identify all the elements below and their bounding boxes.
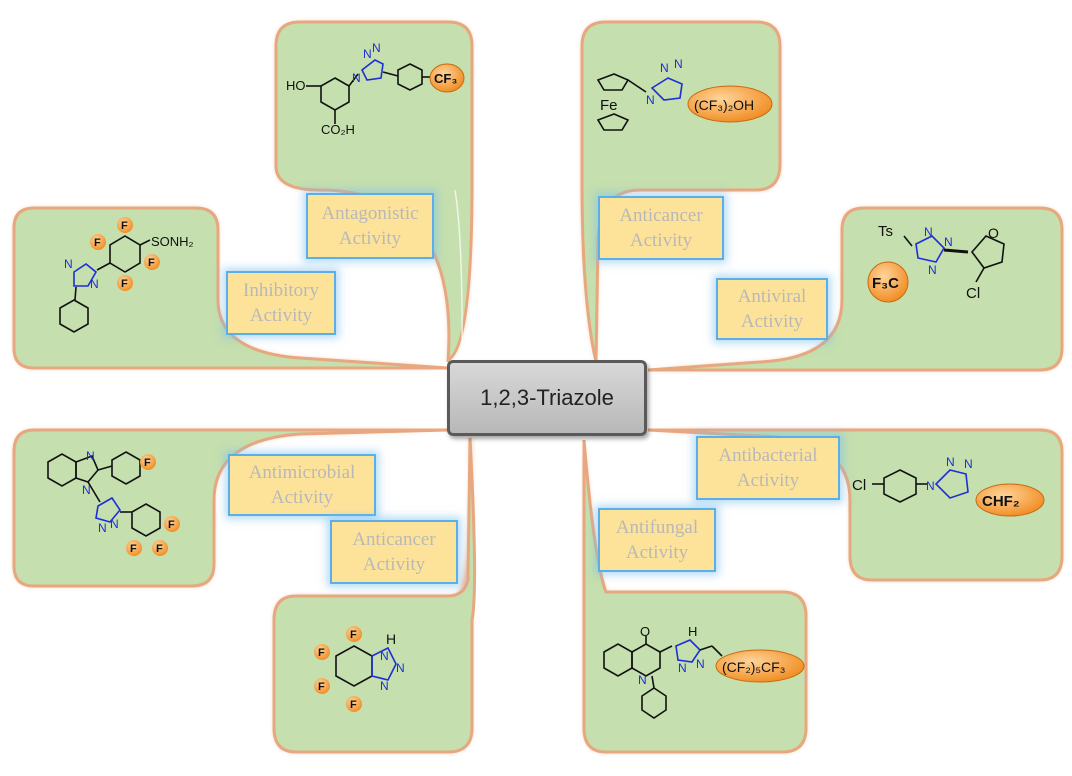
chf2-highlight (975, 483, 1045, 517)
panel-bottom-left (12, 428, 449, 588)
f-label: F (121, 220, 128, 232)
activity-word: Activity (362, 554, 426, 575)
fe-label: Fe (600, 97, 618, 114)
activity-word: Activity (736, 470, 800, 491)
activity-word: Activity (629, 230, 693, 251)
triazole-n-label: N (696, 657, 705, 671)
cf3-2oh-label: (CF₃)₂OH (694, 97, 754, 113)
sonh2-label: SONH₂ (151, 234, 194, 249)
f-label: F (121, 278, 128, 290)
activity-word: Activity (740, 311, 804, 332)
label-antifungal-activity: Antifungal Activity (598, 508, 716, 572)
f3c-label: F₃C (872, 275, 899, 292)
f-label: F (94, 237, 101, 249)
triazole-n-label: N (678, 661, 687, 675)
cl-label: Cl (966, 285, 980, 302)
activity-name: Anticancer (352, 529, 436, 550)
panel-top-left (274, 20, 474, 363)
cl-label: Cl (852, 477, 866, 494)
co2h-label: CO₂H (321, 122, 355, 137)
activity-name: Antimicrobial (248, 462, 356, 483)
triazole-n-label: N (660, 61, 669, 75)
structure-antibacterial (872, 469, 969, 503)
activity-name: Anticancer (619, 205, 703, 226)
structure-tetrafluorobenzotriazole (335, 645, 397, 687)
triazole-n-label: N (924, 225, 933, 239)
f-label: F (144, 457, 151, 469)
f-label: F (130, 543, 137, 555)
f-label: F (318, 681, 325, 693)
label-anticancer-activity-bottom: Anticancer Activity (330, 520, 458, 584)
structure-inhibitory (59, 235, 151, 333)
activity-name: Antifungal (615, 517, 699, 538)
central-topic: 1,2,3-Triazole (447, 360, 647, 436)
panel-right (647, 206, 1064, 372)
triazole-n-label: N (674, 57, 683, 71)
label-antimicrobial-activity: Antimicrobial Activity (228, 454, 376, 516)
label-inhibitory-activity: Inhibitory Activity (226, 271, 336, 335)
panel-left (12, 206, 449, 370)
activity-name: Antiviral (737, 286, 807, 307)
triazole-n-label: N (928, 263, 937, 277)
structure-antimicrobial (47, 451, 161, 537)
cf2-5cf3-highlight (715, 649, 805, 683)
activity-name: Antibacterial (718, 445, 818, 466)
triazole-n-label: N (86, 449, 95, 463)
ho-label: HO (286, 78, 306, 93)
central-topic-label: 1,2,3-Triazole (480, 385, 614, 410)
structure-quinazolinone (603, 636, 723, 719)
triazole-n-label: N (926, 479, 935, 493)
label-antiviral-activity: Antiviral Activity (716, 278, 828, 340)
f3c-highlight (867, 261, 909, 303)
triazole-n-label: N (110, 517, 119, 531)
triazole-n-label: N (646, 93, 655, 107)
h-label: H (688, 624, 697, 639)
triazole-n-label: N (964, 457, 973, 471)
triazole-n-label: N (90, 277, 99, 291)
triazole-n-label: N (82, 483, 91, 497)
f-label: F (318, 647, 325, 659)
cf3-highlight (429, 63, 465, 93)
chf2-label: CHF₂ (982, 493, 1020, 510)
ts-label: Ts (878, 223, 893, 240)
triazole-n-label: N (638, 673, 647, 687)
label-antagonistic-activity: Antagonistic Activity (306, 193, 434, 259)
triazole-n-label: N (363, 47, 372, 61)
structure-antiviral (903, 235, 1005, 283)
fluorine-markers (314, 626, 362, 712)
f-label: F (350, 629, 357, 641)
activity-word: Activity (338, 228, 402, 249)
triazole-n-label: N (372, 41, 381, 55)
triazole-n-label: N (380, 679, 389, 693)
cf2-5cf3-label: (CF₂)₅CF₃ (722, 659, 785, 675)
panel-bottom-mid-left (272, 437, 477, 754)
f-label: F (168, 519, 175, 531)
cf3-label: CF₃ (434, 71, 457, 86)
o-label: O (640, 624, 650, 639)
f-label: F (350, 699, 357, 711)
activity-name: Inhibitory (243, 280, 319, 301)
triazole-n-label: N (946, 455, 955, 469)
label-anticancer-activity-top: Anticancer Activity (598, 196, 724, 260)
triazole-n-label: N (380, 649, 389, 663)
triazole-n-label: N (98, 521, 107, 535)
label-antibacterial-activity: Antibacterial Activity (696, 436, 840, 500)
activity-word: Activity (270, 487, 334, 508)
triazole-n-label: N (944, 235, 953, 249)
activity-name: Antagonistic (321, 203, 419, 224)
activity-word: Activity (625, 542, 689, 563)
f-label: F (156, 543, 163, 555)
o-label: O (988, 225, 999, 241)
cf3-2oh-highlight (687, 85, 773, 123)
h-label: H (386, 631, 396, 647)
triazole-n-label: N (64, 257, 73, 271)
fluorine-markers (126, 454, 180, 556)
triazole-n-label: N (352, 71, 361, 85)
triazole-n-label: N (396, 661, 405, 675)
structure-ferrocene (596, 73, 683, 131)
fluorine-markers (90, 217, 160, 291)
f-label: F (148, 257, 155, 269)
activity-word: Activity (249, 305, 313, 326)
